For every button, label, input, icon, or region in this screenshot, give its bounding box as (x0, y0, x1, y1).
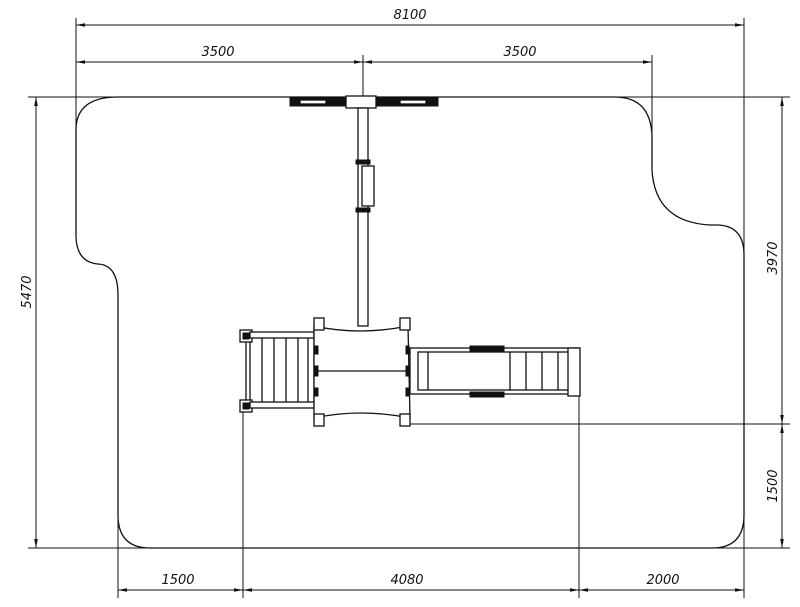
dimension-lines (34, 23, 784, 592)
extension-lines (28, 18, 790, 598)
dim-bottom-left: 1500 (161, 573, 194, 588)
dim-right-upper-height: 3970 (766, 241, 781, 274)
swing-crossbar (289, 95, 439, 109)
tower-platform (313, 317, 411, 427)
slide (409, 345, 581, 398)
dim-bottom-right: 2000 (646, 573, 679, 588)
dim-total-height: 5470 (20, 275, 35, 308)
swing-post (355, 107, 375, 327)
dim-total-width: 8100 (393, 8, 426, 23)
dim-right-half: 3500 (503, 45, 536, 60)
dim-bottom-middle: 4080 (390, 573, 423, 588)
dim-right-lower-height: 1500 (766, 469, 781, 502)
dim-left-half: 3500 (201, 45, 234, 60)
ladder (239, 329, 315, 413)
